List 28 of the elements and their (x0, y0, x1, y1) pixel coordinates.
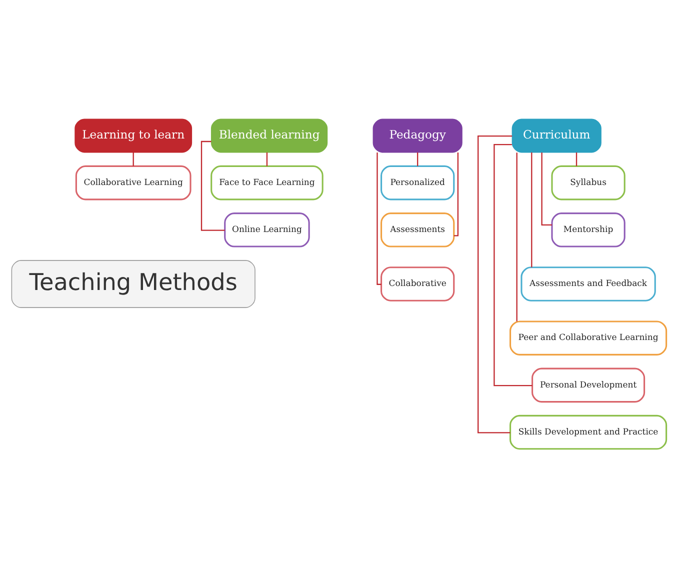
node-box: Syllabus (551, 165, 626, 200)
node-box: Personal Development (532, 368, 646, 403)
node-box: Blended learning (210, 118, 328, 153)
connector (541, 152, 552, 226)
node-box: Peer and Collaborative Learning (510, 320, 668, 356)
connector (417, 152, 418, 166)
connector (266, 152, 268, 166)
node-box: Learning to learn (74, 118, 192, 153)
node-box: Assessments (380, 212, 455, 248)
node-box: Pedagogy (372, 118, 462, 153)
node-box: Teaching Methods (11, 260, 256, 308)
node-box: Collaborative Learning (75, 165, 192, 200)
node-box: Collaborative (380, 266, 455, 302)
node-box: Mentorship (551, 212, 626, 248)
connector (132, 152, 134, 166)
connector (478, 136, 512, 434)
node-box: Assessments and Feedback (520, 266, 656, 302)
node-box: Online Learning (224, 212, 310, 248)
node-box: Curriculum (512, 118, 602, 153)
node-box: Face to Face Learning (210, 165, 324, 200)
connector (454, 152, 459, 236)
node-box: Personalized (380, 165, 455, 200)
connector (494, 144, 532, 386)
connector (516, 152, 518, 322)
connector (531, 152, 532, 268)
connector (576, 152, 578, 166)
connector (200, 140, 225, 231)
node-box: Skills Development and Practice (510, 414, 668, 450)
